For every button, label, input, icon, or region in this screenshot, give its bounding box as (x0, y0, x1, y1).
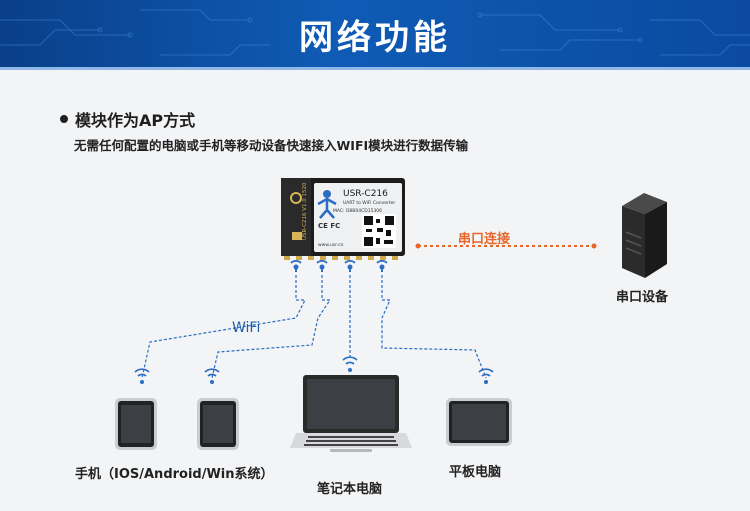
serial-connection-label: 串口连接 (458, 232, 511, 247)
tablet-label: 平板电脑 (449, 465, 502, 480)
wifi-label: WiFi (232, 320, 261, 336)
ce-fcc-mark: CE FC (318, 222, 340, 230)
module-website: www.usr.cn (318, 242, 344, 248)
usr-mascot-icon (317, 190, 337, 219)
link-phone-2 (211, 275, 332, 379)
banner-divider (0, 67, 750, 70)
phone-icon-2 (197, 398, 239, 450)
header-banner: 网络功能 (0, 0, 750, 70)
laptop-label: 笔记本电脑 (317, 482, 383, 497)
bullet-icon (60, 115, 68, 123)
page-title: 网络功能 (299, 18, 451, 58)
wifi-icon-phone-1 (134, 368, 150, 384)
phone-icon-1 (115, 398, 157, 450)
tablet-icon (446, 398, 512, 446)
laptop-icon (290, 375, 412, 452)
mode-description: 无需任何配置的电脑或手机等移动设备快速接入WIFI模块进行数据传输 (74, 138, 469, 153)
wifi-icon-tablet (478, 368, 494, 384)
serial-device-icon (622, 193, 667, 278)
wifi-module: USR-C216 V1.0 1520 USR-C216 UART to WiFi… (281, 178, 405, 260)
module-side-text: USR-C216 V1.0 1520 (302, 182, 308, 240)
mode-title: 模块作为AP方式 (75, 111, 196, 130)
module-mac: MAC: D8B04CD15306 (333, 208, 382, 214)
mode-heading: 模块作为AP方式 (60, 107, 195, 131)
serial-device-label: 串口设备 (616, 290, 669, 305)
wifi-icon-phone-2 (204, 368, 220, 384)
module-subtitle: UART to WiFi Converter (343, 200, 395, 206)
phones-label: 手机（IOS/Android/Win系统） (75, 467, 274, 482)
qr-code-icon (362, 214, 396, 248)
module-model: USR-C216 (343, 189, 388, 199)
link-tablet (381, 275, 487, 379)
circuit-pattern (0, 9, 750, 56)
wifi-icon-laptop (342, 356, 358, 372)
link-phone-1 (141, 275, 306, 379)
